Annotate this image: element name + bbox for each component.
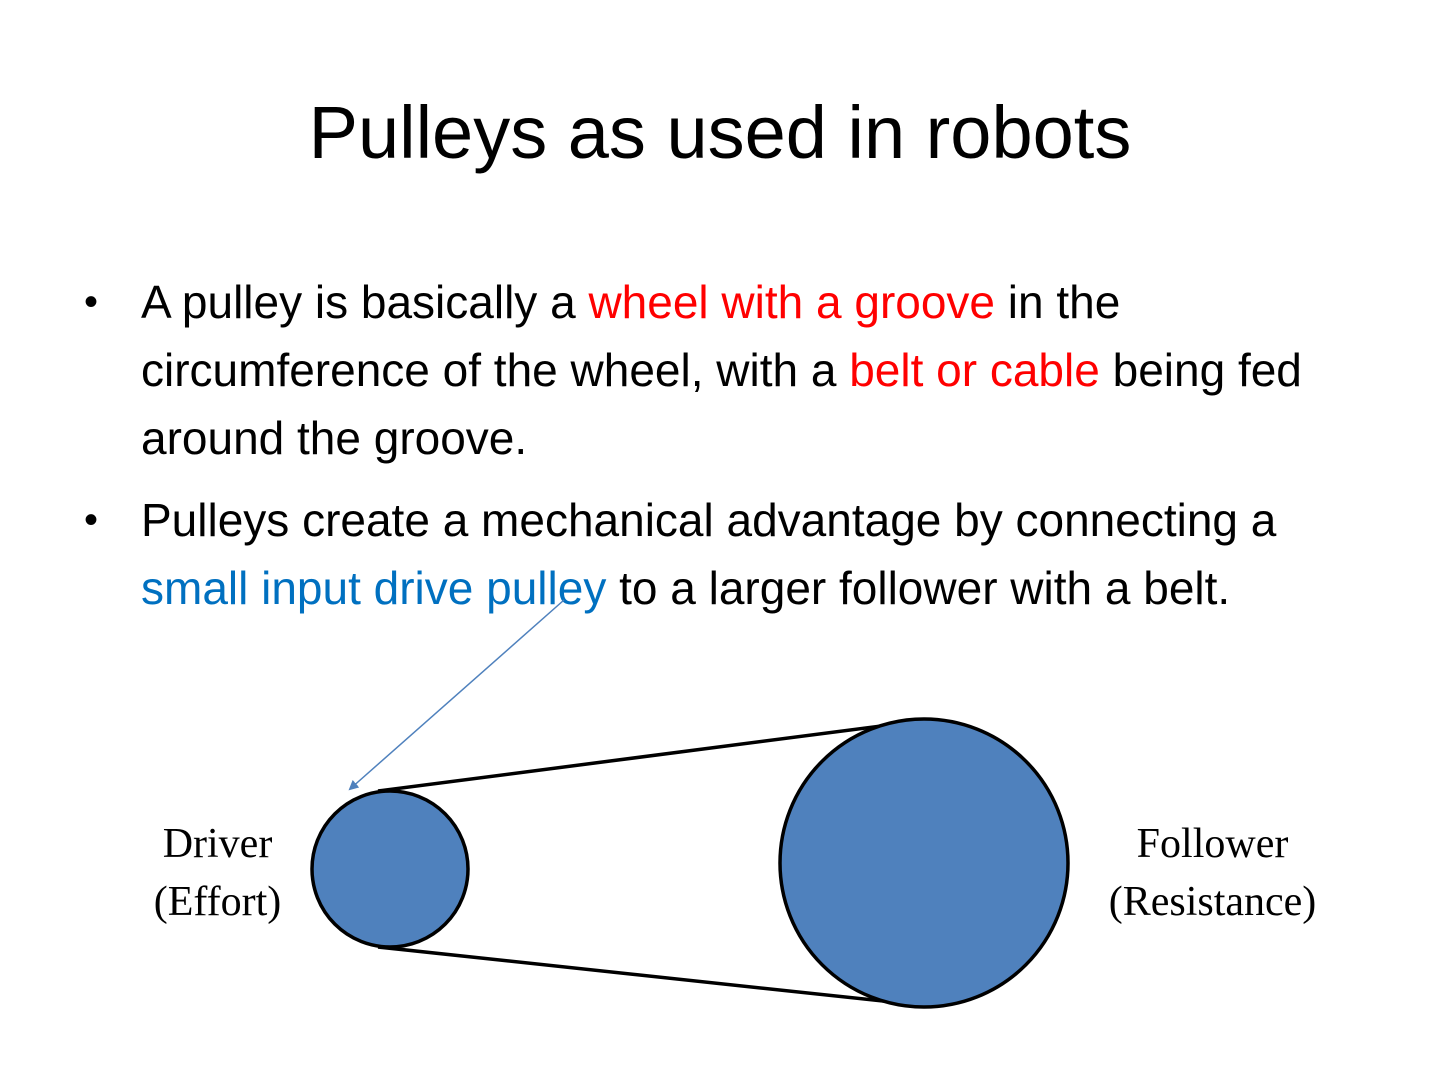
bullet-text: being fed around the groove. bbox=[141, 344, 1302, 464]
belt-bottom-line bbox=[377, 945, 921, 1007]
bullet-list: • A pulley is basically a wheel with a g… bbox=[84, 268, 1384, 636]
highlight-small-input-drive-pulley: small input drive pulley bbox=[141, 562, 607, 614]
bullet-text: to a larger follower with a belt. bbox=[606, 562, 1231, 614]
highlight-wheel-with-groove: wheel with a groove bbox=[588, 276, 996, 328]
highlight-belt-or-cable: belt or cable bbox=[849, 344, 1100, 396]
bullet-dot-icon: • bbox=[84, 498, 99, 542]
follower-label: Follower (Resistance) bbox=[1075, 815, 1350, 931]
bullet-text: A pulley is basically a bbox=[141, 276, 589, 328]
bullet-text: in the circumference of the wheel, with … bbox=[141, 276, 1121, 396]
follower-label-line: (Resistance) bbox=[1108, 879, 1317, 925]
bullet-dot-icon: • bbox=[84, 280, 99, 324]
belt-top-line bbox=[377, 719, 921, 793]
bullet-item-pulley-definition: • A pulley is basically a wheel with a g… bbox=[84, 268, 1384, 472]
driver-label-line: (Effort) bbox=[153, 879, 282, 925]
follower-pulley bbox=[778, 717, 1070, 1009]
driver-label-line: Driver bbox=[162, 821, 273, 867]
driver-pulley bbox=[310, 789, 470, 949]
follower-label-line: Follower bbox=[1136, 821, 1289, 867]
bullet-text: Pulleys create a mechanical advantage by… bbox=[141, 494, 1277, 546]
bullet-item-mechanical-advantage: • Pulleys create a mechanical advantage … bbox=[84, 486, 1384, 622]
slide-title: Pulleys as used in robots bbox=[308, 91, 1132, 174]
driver-label: Driver (Effort) bbox=[130, 815, 305, 931]
